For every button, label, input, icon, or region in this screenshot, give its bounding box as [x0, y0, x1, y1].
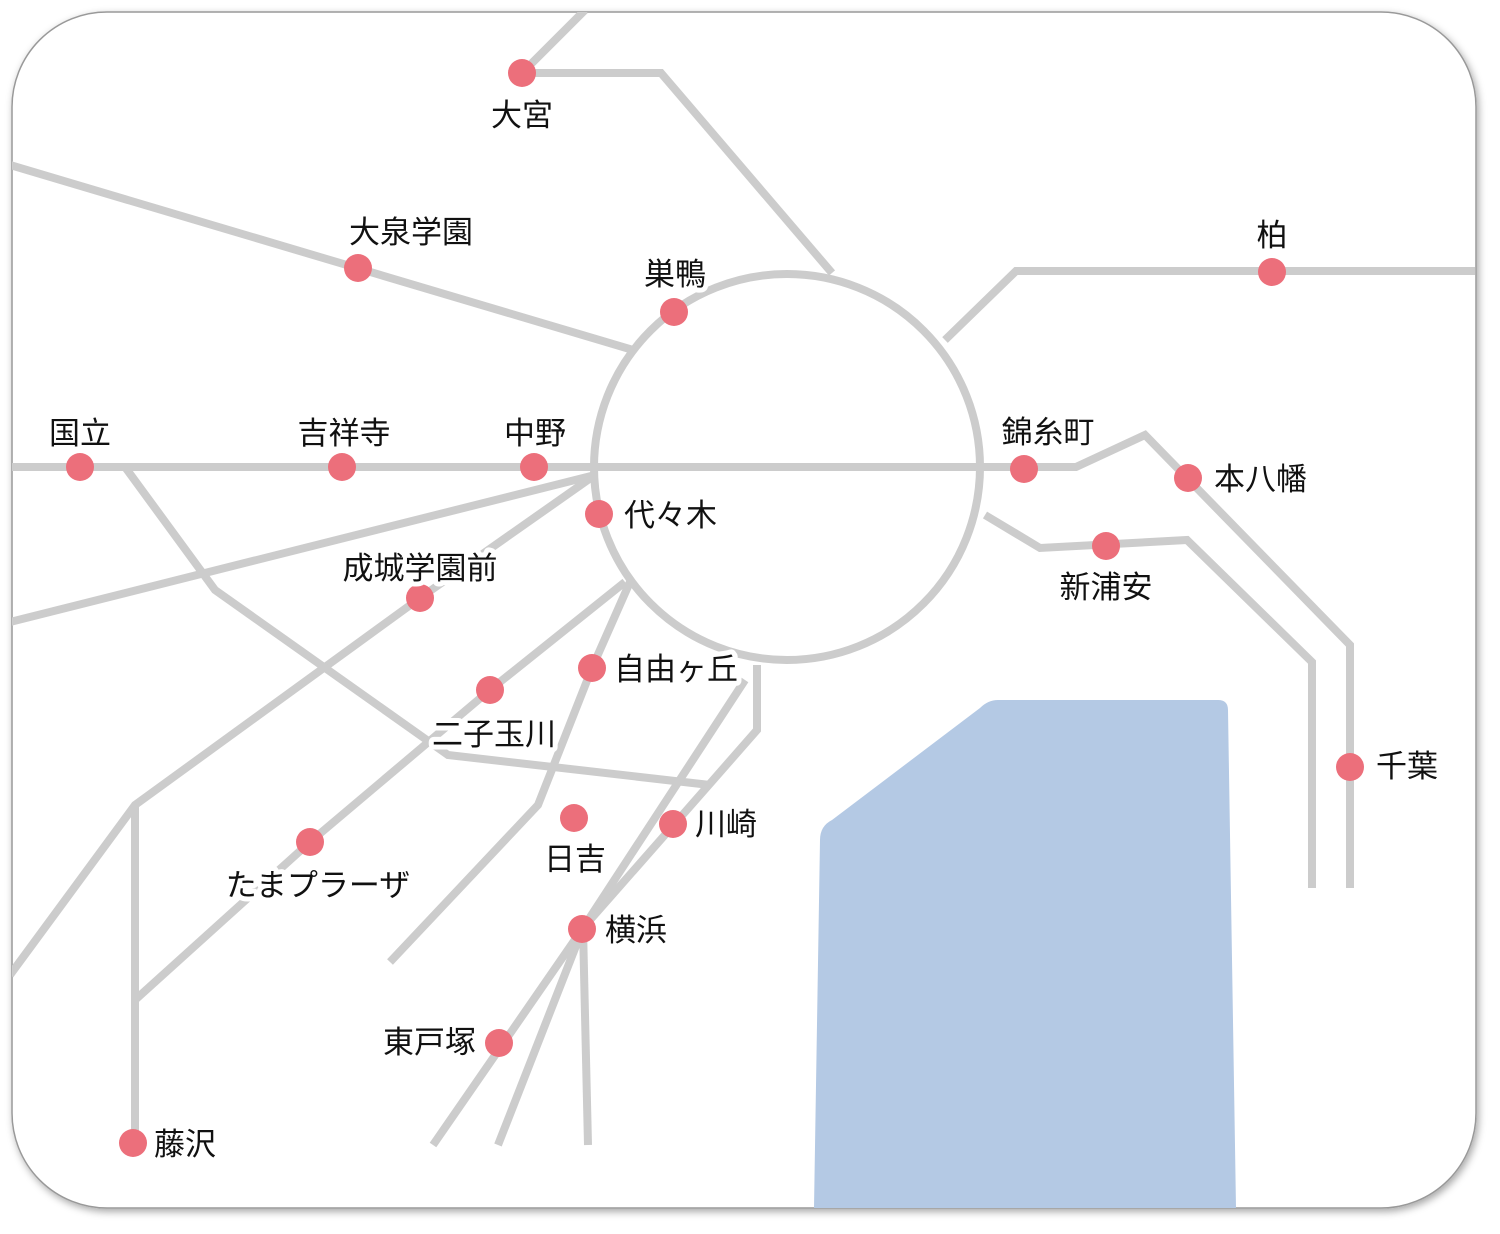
- bay-water: [814, 700, 1236, 1208]
- station-label-jiyugaoka: 自由ヶ丘: [614, 652, 738, 688]
- station-dot-chiba: [1336, 753, 1364, 781]
- line-tokaido: [429, 665, 761, 1148]
- station-label-kichijoji: 吉祥寺: [298, 416, 391, 452]
- line-kunitachi-branch: [121, 464, 711, 789]
- station-dot-jiyugaoka: [578, 654, 606, 682]
- station-dot-seijo-gakuen-mae: [406, 584, 434, 612]
- station-dot-fujisawa: [119, 1129, 147, 1157]
- station-dot-higashi-totsuka: [485, 1029, 513, 1057]
- line-jiyugaoka: [387, 580, 634, 965]
- station-label-chiba: 千葉: [1376, 749, 1438, 785]
- station-label-seijo-gakuen-mae: 成城学園前: [343, 551, 498, 587]
- station-dot-yokohama: [568, 915, 596, 943]
- station-label-fujisawa: 藤沢: [154, 1127, 216, 1163]
- station-dot-yoyogi: [585, 500, 613, 528]
- station-label-kawasaki: 川崎: [695, 807, 757, 843]
- station-dot-kashiwa: [1258, 258, 1286, 286]
- line-omiya-north: [519, 12, 588, 76]
- line-kashiwa: [942, 267, 1475, 343]
- station-dot-hiyoshi: [560, 804, 588, 832]
- line-seijo-gakuen: [12, 471, 598, 978]
- station-dot-sugamo: [660, 298, 688, 326]
- line-oizumi-gakuen: [12, 161, 635, 354]
- station-label-yoyogi: 代々木: [624, 498, 717, 534]
- line-motoyawata: [985, 430, 1354, 888]
- station-dot-nakano: [520, 453, 548, 481]
- station-label-nakano: 中野: [504, 416, 566, 452]
- station-dot-kunitachi: [66, 453, 94, 481]
- station-label-kunitachi: 国立: [49, 416, 111, 452]
- station-dot-kichijoji: [328, 453, 356, 481]
- station-label-futako-tamagawa: 二子玉川: [432, 717, 556, 753]
- station-dot-kawasaki: [659, 810, 687, 838]
- line-omiya-loop: [522, 69, 836, 276]
- station-label-omiya: 大宮: [491, 98, 553, 134]
- line-tama-plaza: [132, 578, 628, 1003]
- station-label-oizumi-gakuen: 大泉学園: [349, 215, 473, 251]
- station-dot-oizumi-gakuen: [344, 254, 372, 282]
- station-dots: [66, 59, 1364, 1157]
- rail-lines: [12, 12, 1475, 1148]
- station-label-hiyoshi: 日吉: [544, 842, 606, 878]
- station-dot-kinshicho: [1010, 455, 1038, 483]
- station-dot-tama-plaza: [296, 828, 324, 856]
- station-label-kashiwa: 柏: [1257, 218, 1288, 254]
- station-label-yokohama: 横浜: [605, 913, 667, 949]
- station-dot-motoyawata: [1174, 464, 1202, 492]
- station-label-sugamo: 巣鴨: [644, 257, 706, 293]
- station-dot-futako-tamagawa: [476, 676, 504, 704]
- station-label-tama-plaza: たまプラーザ: [226, 868, 410, 904]
- line-shin-urayasu: [982, 511, 1316, 888]
- line-west-long: [12, 471, 596, 626]
- line-yokohama-south: [579, 927, 592, 1146]
- station-label-motoyawata: 本八幡: [1214, 462, 1307, 498]
- station-labels: 大宮 大泉学園 巣鴨 柏 国立 吉祥寺 中野 代々木 錦糸町 本八幡 新浦安 成…: [44, 93, 1443, 1168]
- station-label-higashi-totsuka: 東戸塚: [383, 1025, 476, 1061]
- station-label-shin-urayasu: 新浦安: [1060, 570, 1153, 606]
- station-dot-shin-urayasu: [1092, 532, 1120, 560]
- station-dot-omiya: [508, 59, 536, 87]
- station-label-kinshicho: 錦糸町: [1002, 415, 1095, 451]
